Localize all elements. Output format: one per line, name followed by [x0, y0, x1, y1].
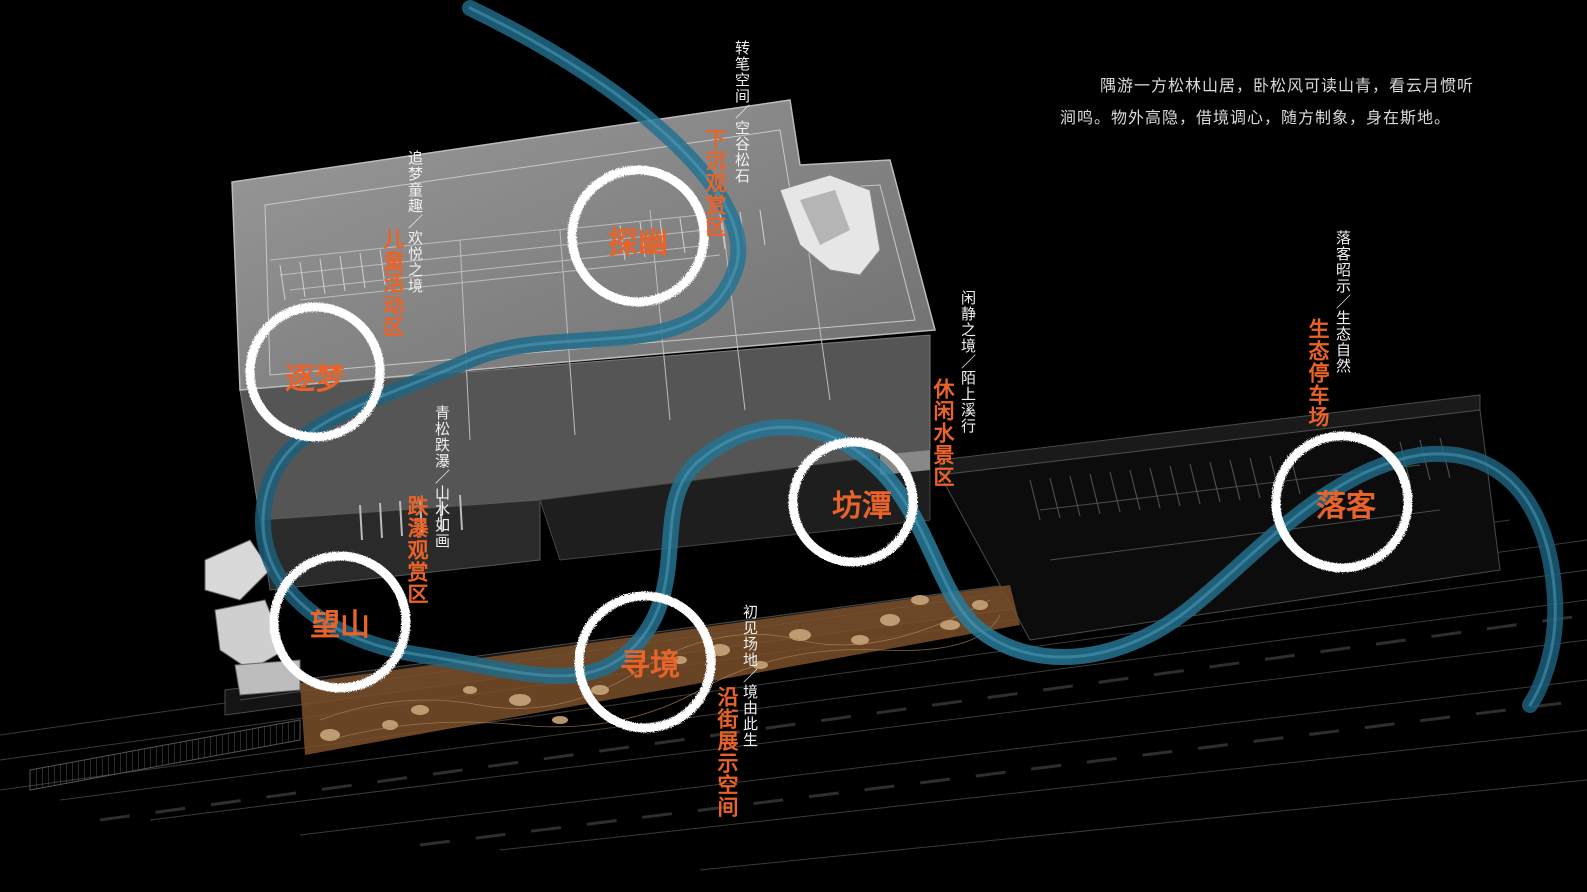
annotation-xiuxian-sub: 闲静之境／陌上溪行: [959, 290, 977, 434]
node-label-tanyin: 探幽: [608, 226, 668, 261]
ring-tanyin: [567, 165, 709, 307]
node-rings: [245, 165, 1413, 733]
ring-zhuimeng: [245, 302, 385, 442]
node-label-luoke: 落客: [1316, 489, 1376, 524]
ring-fangtan: [788, 437, 918, 567]
ring-luoke: [1271, 431, 1413, 573]
street-fence: [29, 719, 301, 791]
parking-bays: [1029, 437, 1451, 521]
ring-wangshan: [269, 551, 411, 693]
annotation-xiachen-zone: 下沉观赏区: [703, 128, 727, 238]
road-lines: [0, 519, 1587, 871]
annotation-ertong-zone: 儿童活动区: [381, 228, 405, 338]
node-label-xunjing: 寻境: [620, 648, 680, 683]
annotation-yanjie-sub: 初见场地／境由此生: [741, 604, 759, 748]
ring-xunjing: [574, 591, 716, 733]
annotation-tingche-zone: 生态停车场: [1306, 318, 1330, 428]
annotation-ertong-sub: 追梦童趣／欢悦之境: [406, 150, 424, 294]
intro-line-2: 涧鸣。物外高隐，借境调心，随方制象，身在斯地。: [1060, 108, 1452, 127]
node-label-zhuimeng: 逐梦: [285, 362, 345, 397]
road-dashes: [99, 613, 1587, 847]
left-pavilion: [204, 539, 301, 696]
street-paving: [300, 585, 1020, 755]
annotation-yanjie-zone: 沿街展示空间: [715, 686, 739, 818]
node-label-wangshan: 望山: [310, 608, 370, 643]
annotation-diepu-zone: 跌瀑观赏区: [405, 495, 429, 605]
intro-line-1: 隅游一方松林山居，卧松风可读山青，看云月惯听: [1100, 76, 1475, 95]
annotation-xiachen-sub: 转笔空间／空谷松石: [733, 40, 751, 184]
annotation-diepu-sub: 青松跌瀑／山水如画: [433, 405, 451, 549]
node-label-fangtan: 坊潭: [832, 489, 892, 524]
river-ribbon: [255, 0, 1564, 713]
intro-text: 隅游一方松林山居，卧松风可读山青，看云月惯听 涧鸣。物外高隐，借境调心，随方制象…: [1060, 70, 1540, 134]
annotation-xiuxian-zone: 休闲水景区: [931, 378, 955, 488]
annotation-tingche-sub: 落客昭示／生态自然: [1334, 230, 1352, 374]
